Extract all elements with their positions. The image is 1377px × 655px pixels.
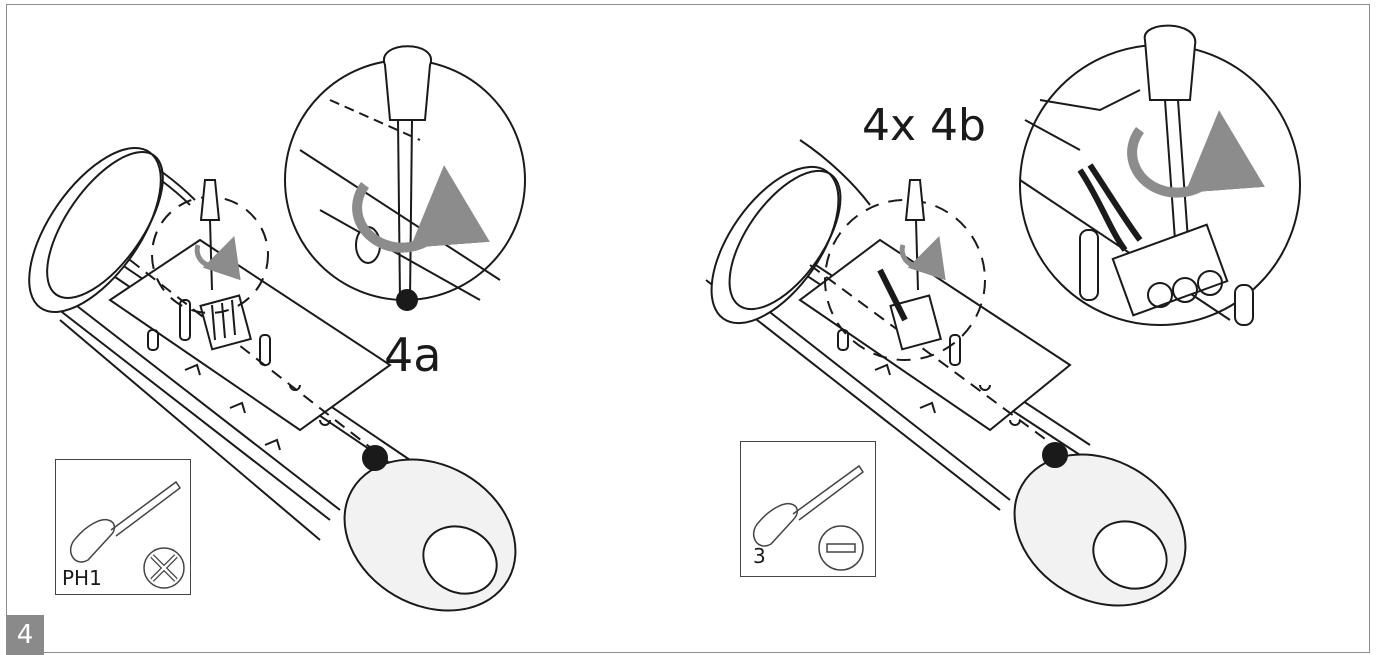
phillips-bit-icon [143,547,185,589]
tool-size-label: 3 [753,544,766,568]
left-small-rotate-arrow [194,236,241,281]
figure-frame [6,4,1370,653]
left-luminaire [28,147,517,612]
left-zoom-detail [284,45,526,311]
right-small-rotate-arrow [899,236,946,281]
left-large-rotate-arrow [352,165,490,253]
sub-step-label-4a: 4a [384,328,442,382]
sub-step-label-4b: 4x 4b [862,100,986,151]
flat-bit-icon [818,525,864,571]
screwdriver-icon [70,480,182,563]
step-number-badge: 4 [6,615,44,655]
right-luminaire [705,139,1187,607]
tool-box-flat: 3 [740,441,876,577]
right-large-rotate-arrow [1127,110,1265,198]
screwdriver-icon [753,464,865,547]
tool-size-label: PH1 [62,566,102,590]
tool-box-phillips: PH1 [55,459,191,595]
right-zoom-detail [1019,24,1301,326]
